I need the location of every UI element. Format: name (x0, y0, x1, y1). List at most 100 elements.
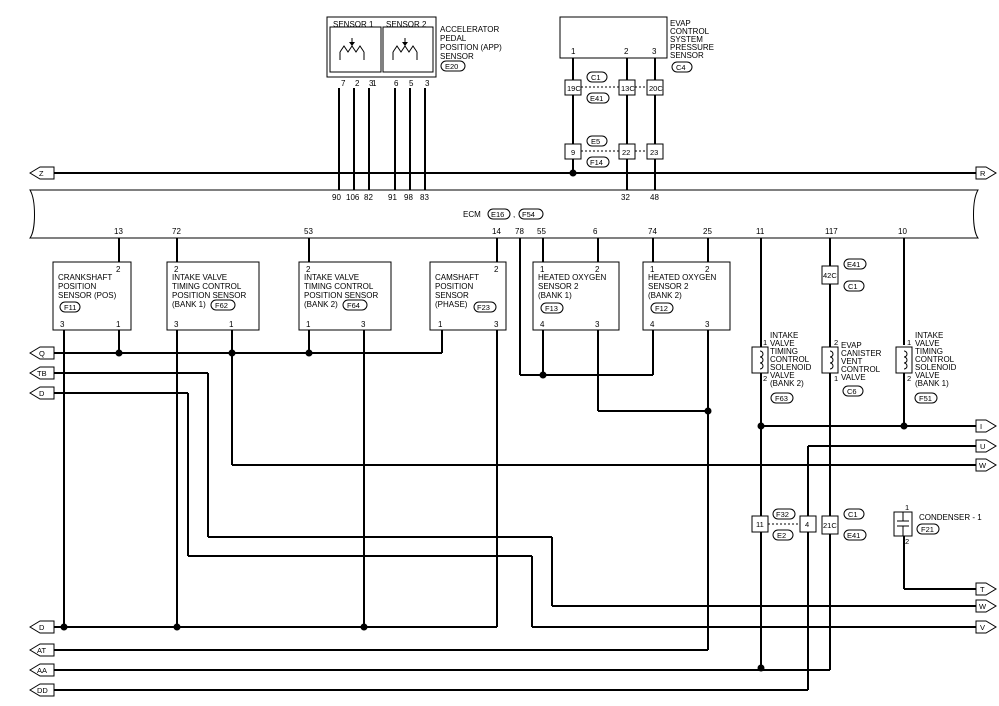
svg-text:E41: E41 (847, 260, 860, 269)
svg-text:TIMING CONTROL: TIMING CONTROL (172, 282, 242, 291)
svg-text:1: 1 (763, 338, 767, 347)
svg-text:INTAKE: INTAKE (915, 331, 943, 340)
svg-text:2: 2 (116, 265, 121, 274)
svg-text:EVAP: EVAP (670, 19, 691, 28)
svg-text:ECM: ECM (463, 210, 481, 219)
arrow-left-aa: AA (29, 663, 55, 677)
app-name-1: ACCELERATOR (440, 25, 499, 34)
svg-text:SENSOR: SENSOR (670, 51, 704, 60)
svg-text:POSITION: POSITION (435, 282, 473, 291)
svg-text:V: V (980, 623, 985, 632)
arrow-left-tb: TB (29, 366, 55, 380)
svg-text:3: 3 (60, 320, 65, 329)
svg-text:C1: C1 (591, 73, 601, 82)
svg-text:14: 14 (492, 227, 501, 236)
heated-oxygen-sensor2-bank1 (532, 261, 620, 331)
svg-text:2: 2 (705, 265, 710, 274)
svg-text:E41: E41 (590, 94, 603, 103)
svg-text:VALVE: VALVE (915, 339, 940, 348)
svg-text:3: 3 (595, 320, 600, 329)
svg-text:(PHASE): (PHASE) (435, 300, 468, 309)
arrow-left-dd: DD (29, 683, 55, 697)
svg-text:74: 74 (648, 227, 657, 236)
svg-text:F14: F14 (590, 158, 603, 167)
svg-text:CONTROL: CONTROL (915, 355, 955, 364)
svg-text:INTAKE VALVE: INTAKE VALVE (304, 273, 359, 282)
potentiometer-2-icon (392, 38, 418, 60)
svg-text:PRESSURE: PRESSURE (670, 43, 714, 52)
svg-text:INTAKE: INTAKE (770, 331, 798, 340)
svg-text:11: 11 (756, 520, 764, 529)
svg-text:(BANK 1): (BANK 1) (538, 291, 572, 300)
arrow-right-v: V (975, 620, 997, 634)
svg-text:(BANK 2): (BANK 2) (304, 300, 338, 309)
svg-text:POSITION SENSOR: POSITION SENSOR (172, 291, 246, 300)
svg-text:W: W (979, 602, 987, 611)
svg-text:INTAKE VALVE: INTAKE VALVE (172, 273, 227, 282)
svg-text:2: 2 (834, 338, 838, 347)
app-name-3: POSITION (APP) (440, 43, 502, 52)
svg-text:D: D (39, 389, 45, 398)
svg-text:3: 3 (174, 320, 179, 329)
svg-text:SENSOR 2: SENSOR 2 (538, 282, 579, 291)
svg-text:21C: 21C (823, 521, 837, 530)
coil-icon (759, 350, 764, 370)
svg-text:SYSTEM: SYSTEM (670, 35, 703, 44)
svg-text:3: 3 (369, 79, 374, 88)
svg-text:83: 83 (420, 193, 429, 202)
svg-text:106: 106 (346, 193, 360, 202)
arrow-right-r: R (975, 166, 997, 180)
svg-text:22: 22 (622, 148, 630, 157)
app-name-2: PEDAL (440, 34, 467, 43)
svg-text:1: 1 (650, 265, 655, 274)
app-connector-badge (440, 60, 466, 72)
svg-text:SENSOR 2: SENSOR 2 (648, 282, 689, 291)
svg-text:1: 1 (372, 79, 377, 88)
svg-text:6: 6 (593, 227, 598, 236)
ecm-label: ECM E16 , F54 (463, 208, 544, 220)
svg-text:E41: E41 (847, 531, 860, 540)
svg-text:F21: F21 (921, 525, 934, 534)
arrow-right-w: W (975, 458, 997, 472)
svg-text:3: 3 (705, 320, 710, 329)
svg-text:25: 25 (703, 227, 712, 236)
svg-text:(BANK 2): (BANK 2) (770, 379, 804, 388)
svg-text:1: 1 (905, 503, 909, 512)
svg-text:POSITION: POSITION (58, 282, 96, 291)
svg-text:32: 32 (621, 193, 630, 202)
svg-text:82: 82 (364, 193, 373, 202)
svg-text:TIMING: TIMING (915, 347, 943, 356)
crankshaft-position-sensor (52, 261, 132, 331)
svg-text:,: , (513, 210, 515, 219)
svg-text:11: 11 (756, 227, 765, 236)
svg-text:1: 1 (540, 265, 545, 274)
svg-text:2: 2 (355, 79, 360, 88)
svg-text:TB: TB (37, 369, 47, 378)
heated-oxygen-sensor2-bank2 (642, 261, 731, 331)
svg-text:I: I (980, 422, 982, 431)
svg-text:2: 2 (174, 265, 179, 274)
svg-text:2: 2 (595, 265, 600, 274)
evap-pressure-sensor-box (559, 16, 668, 59)
svg-text:2: 2 (907, 374, 911, 383)
arrow-right-w2: W (975, 599, 997, 613)
svg-text:CONTROL: CONTROL (670, 27, 710, 36)
svg-text:SENSOR (POS): SENSOR (POS) (58, 291, 117, 300)
camshaft-position-sensor (429, 261, 507, 331)
svg-text:CONTROL: CONTROL (841, 365, 881, 374)
svg-text:CONDENSER - 1: CONDENSER - 1 (919, 513, 982, 522)
svg-text:VALVE: VALVE (841, 373, 866, 382)
svg-text:F63: F63 (775, 394, 788, 403)
arrow-left-d2: D (29, 620, 55, 634)
svg-text:F11: F11 (64, 303, 76, 312)
svg-text:19C: 19C (567, 84, 581, 93)
arrow-right-t: T (975, 582, 997, 596)
svg-text:F12: F12 (655, 304, 668, 313)
svg-text:48: 48 (650, 193, 659, 202)
svg-text:13: 13 (114, 227, 123, 236)
svg-text:1: 1 (229, 320, 234, 329)
svg-text:4: 4 (540, 320, 545, 329)
svg-text:1: 1 (306, 320, 311, 329)
svg-text:1: 1 (571, 47, 576, 56)
